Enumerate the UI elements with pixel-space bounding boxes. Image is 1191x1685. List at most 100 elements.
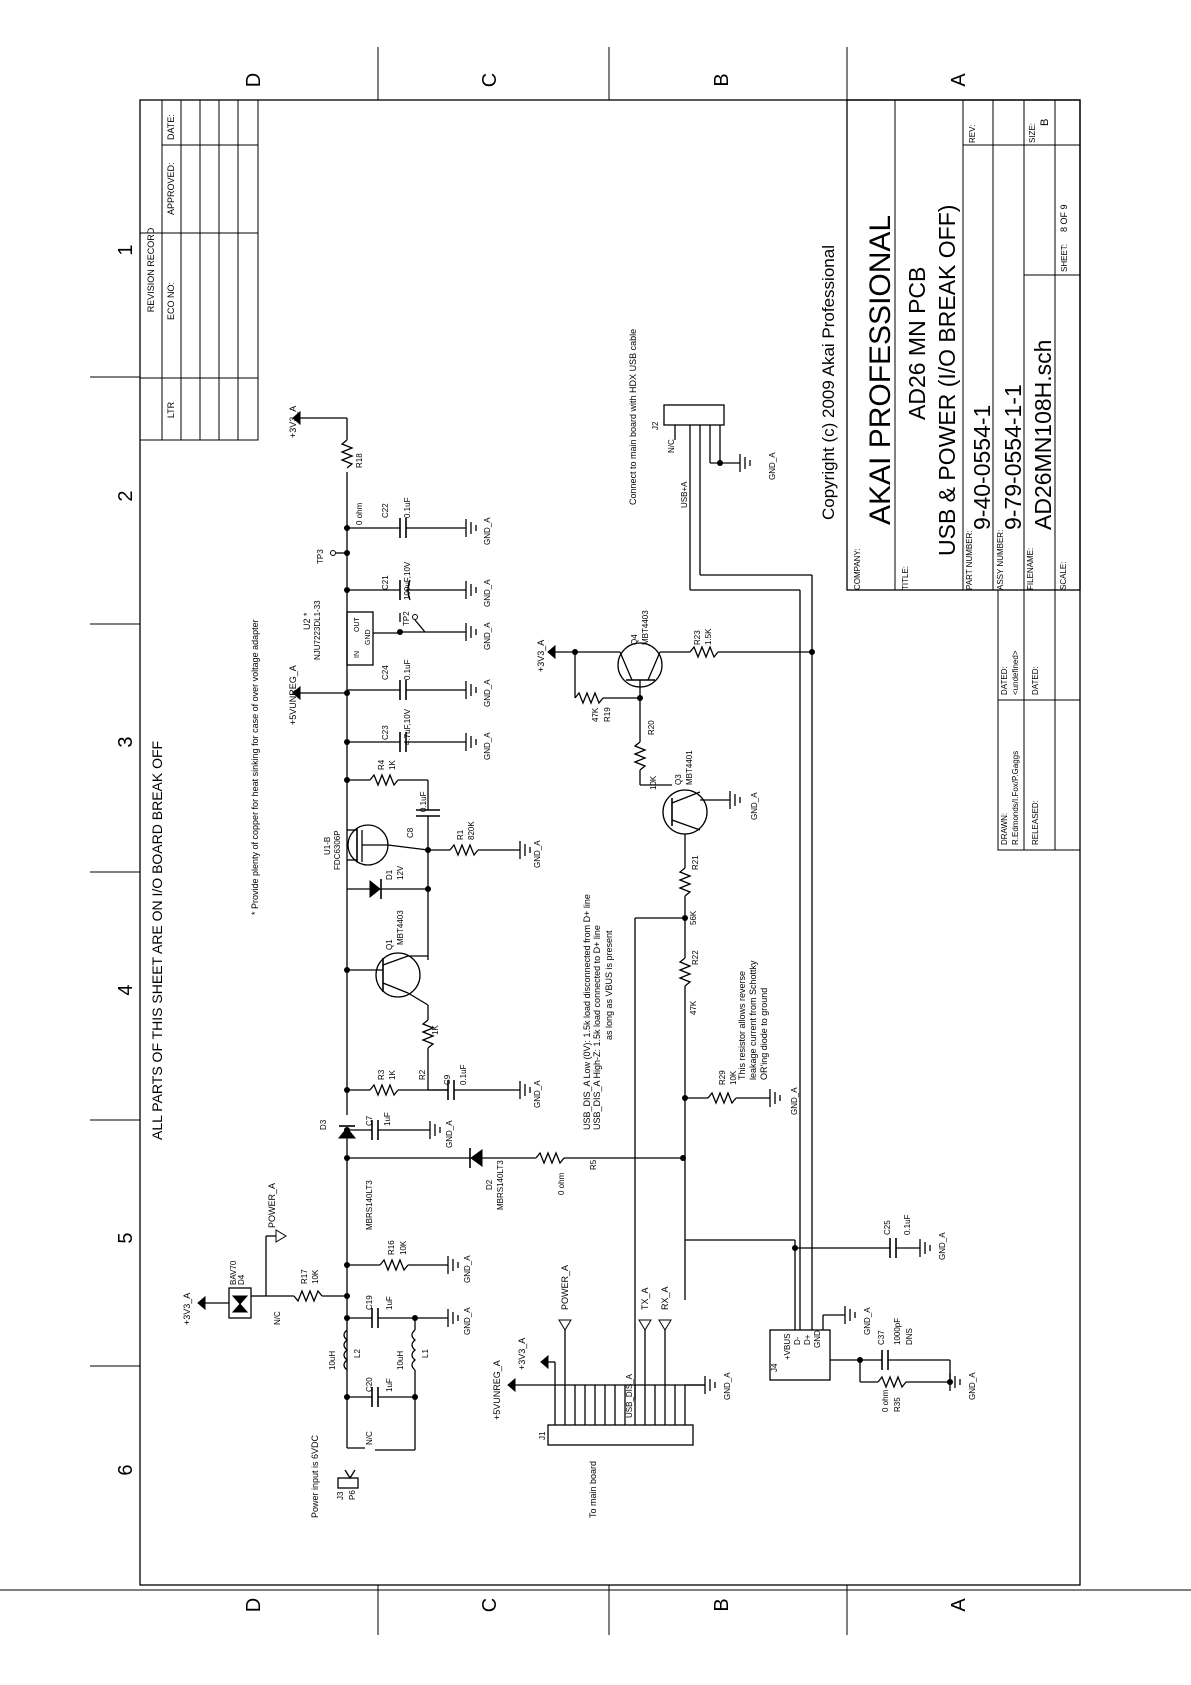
c24-ref: C24 <box>381 665 390 680</box>
row-a-bottom: A <box>948 1598 970 1612</box>
rev-col-date: DATE: <box>166 114 176 140</box>
r21-ref: R21 <box>691 855 700 870</box>
rev-col-ltr: LTR <box>166 401 176 418</box>
j1-ref: J1 <box>538 1431 547 1440</box>
gnd-j2-label: GND_A <box>768 452 777 480</box>
r5-value: 0 ohm <box>557 1172 566 1195</box>
u1b-ref: U1-B <box>323 837 332 855</box>
r19-value: 47K <box>591 707 600 722</box>
zone-markers: D C B A D C B A 1 2 3 4 5 6 <box>0 47 1191 1635</box>
r35-ref: R35 <box>893 1397 902 1412</box>
r17-ref: R17 <box>300 1269 309 1284</box>
r2-value: 1K <box>431 1025 440 1035</box>
usb-dis-note-1: USB_DIS_A Low (0V): 1.5k load disconnect… <box>582 894 592 1130</box>
gnd-j4-label: GND_A <box>863 1307 872 1335</box>
sheet-value: 8 OF 9 <box>1059 204 1069 232</box>
j1-connector: J1 +5VUNREG_A +3V3_A POWER_A TX_A RX_A U… <box>492 1265 732 1446</box>
c22-ref: C22 <box>381 503 390 518</box>
gnd-label-4: GND_A <box>483 679 492 707</box>
j3-ref: J3 <box>336 1491 345 1500</box>
usbplus-label: USB+A <box>680 481 689 508</box>
d4-part: BAV70 <box>229 1260 238 1285</box>
gnd-label-5: GND_A <box>483 732 492 760</box>
c9-value: 0.1uF <box>459 1064 468 1085</box>
r4-value: 1K <box>388 760 397 770</box>
r18-ref: R18 <box>355 453 364 468</box>
p3v3-q4-label: +3V3_A <box>536 640 546 672</box>
d2-part: MBRS140LT3 <box>496 1160 505 1210</box>
p3v3-top-arrow <box>292 410 301 426</box>
q3-part: MBT4401 <box>685 750 694 785</box>
company-label: COMPANY: <box>853 548 862 590</box>
row-c-top: C <box>479 73 501 87</box>
r16-value: 10K <box>399 1240 408 1255</box>
p3v3-top-label: +3V3_A <box>288 406 298 438</box>
d4-ref: D4 <box>237 1274 246 1285</box>
ground-symbols <box>429 519 531 1327</box>
p3v3-d4-label: +3V3_A <box>182 1293 192 1325</box>
title-block: Copyright (c) 2009 Akai Professional COM… <box>819 99 1081 851</box>
q1-part: MBT4403 <box>396 910 405 945</box>
gnd-label-8: GND_A <box>445 1120 454 1148</box>
c19-value: 1uF <box>385 1296 394 1310</box>
r29-note-2: leakage current from Schottky <box>748 960 758 1080</box>
c23-ref: C23 <box>381 725 390 740</box>
filename-label: FILENAME: <box>1026 548 1035 590</box>
r1-value: 820K <box>467 821 476 840</box>
power-a-top-label: POWER_A <box>267 1183 277 1228</box>
gnd-r35-label: GND_A <box>968 1372 977 1400</box>
d3-ref: D3 <box>319 1119 328 1130</box>
u2-out-pin: OUT <box>354 617 361 633</box>
c8-ref: C8 <box>406 827 415 838</box>
d4-nc-label: N/C <box>273 1311 282 1325</box>
u2-part: NJU7223DL1-33 <box>313 600 322 660</box>
r5-ref: R5 <box>589 1159 598 1170</box>
r3-value: 1K <box>388 1070 397 1080</box>
assy-number: 9-79-0554-1-1 <box>1000 384 1026 530</box>
notes: ALL PARTS OF THIS SHEET ARE ON I/O BOARD… <box>149 329 769 1518</box>
l1-value: 10uH <box>396 1351 405 1370</box>
c20-value: 1uF <box>385 1378 394 1392</box>
sheet-label: SHEET: <box>1060 244 1069 272</box>
rev-label: REV: <box>968 125 977 143</box>
tp2-label: TP2 <box>402 611 411 626</box>
c23-value: 4.7uF,10V <box>403 708 412 745</box>
c21-ref: C21 <box>381 575 390 590</box>
c8-value: 0.1uF <box>419 791 428 812</box>
r3-ref: R3 <box>377 1069 386 1080</box>
r16-ref: R16 <box>387 1240 396 1255</box>
dated-value: <undefined> <box>1011 650 1020 695</box>
r29-value: 10K <box>729 1070 738 1085</box>
r29-note-3: OR'ing diode to ground <box>759 988 769 1080</box>
l2-ref: L2 <box>353 1349 362 1358</box>
p5v-top-label: +5VUNREG_A <box>288 665 298 725</box>
rev-col-approved: APPROVED: <box>166 162 176 215</box>
r29-note-1: This resistor allows reverse <box>737 971 747 1080</box>
r23-ref: R23 <box>693 630 702 645</box>
gnd-r29-label: GND_A <box>790 1087 799 1115</box>
assy-number-label: ASSY NUMBER: <box>996 530 1005 590</box>
p3v3-j1-label: +3V3_A <box>517 1338 527 1370</box>
power-input-note: Power input is 6VDC <box>310 1434 320 1518</box>
gnd-label-9: GND_A <box>463 1255 472 1283</box>
col-6: 6 <box>115 1464 137 1475</box>
usb-cable-note: Connect to main board with HDX USB cable <box>628 329 638 505</box>
r21-value: 56K <box>689 910 698 925</box>
j2-nc-label: N/C <box>667 439 676 453</box>
r20-value: 10K <box>649 775 658 790</box>
gnd-c25-label: GND_A <box>938 1232 947 1260</box>
r35-value: 0 ohm <box>881 1389 890 1412</box>
q3-ref: Q3 <box>674 774 683 785</box>
r1-ref: R1 <box>456 829 465 840</box>
row-a-top: A <box>948 73 970 87</box>
row-d-top: D <box>243 73 265 87</box>
row-b-bottom: B <box>711 1598 733 1611</box>
heat-sink-note: * Provide plenty of copper for heat sink… <box>250 619 260 915</box>
usbdis-label: USB_DIS_A <box>625 1373 634 1418</box>
c21-value: 100uF,10V <box>403 561 412 600</box>
part-number: 9-40-0554-1 <box>969 405 995 530</box>
dated2-label: DATED: <box>1031 666 1040 695</box>
col-4: 4 <box>115 984 137 995</box>
r19-ref: R19 <box>603 707 612 722</box>
size-value: B <box>1039 119 1051 126</box>
